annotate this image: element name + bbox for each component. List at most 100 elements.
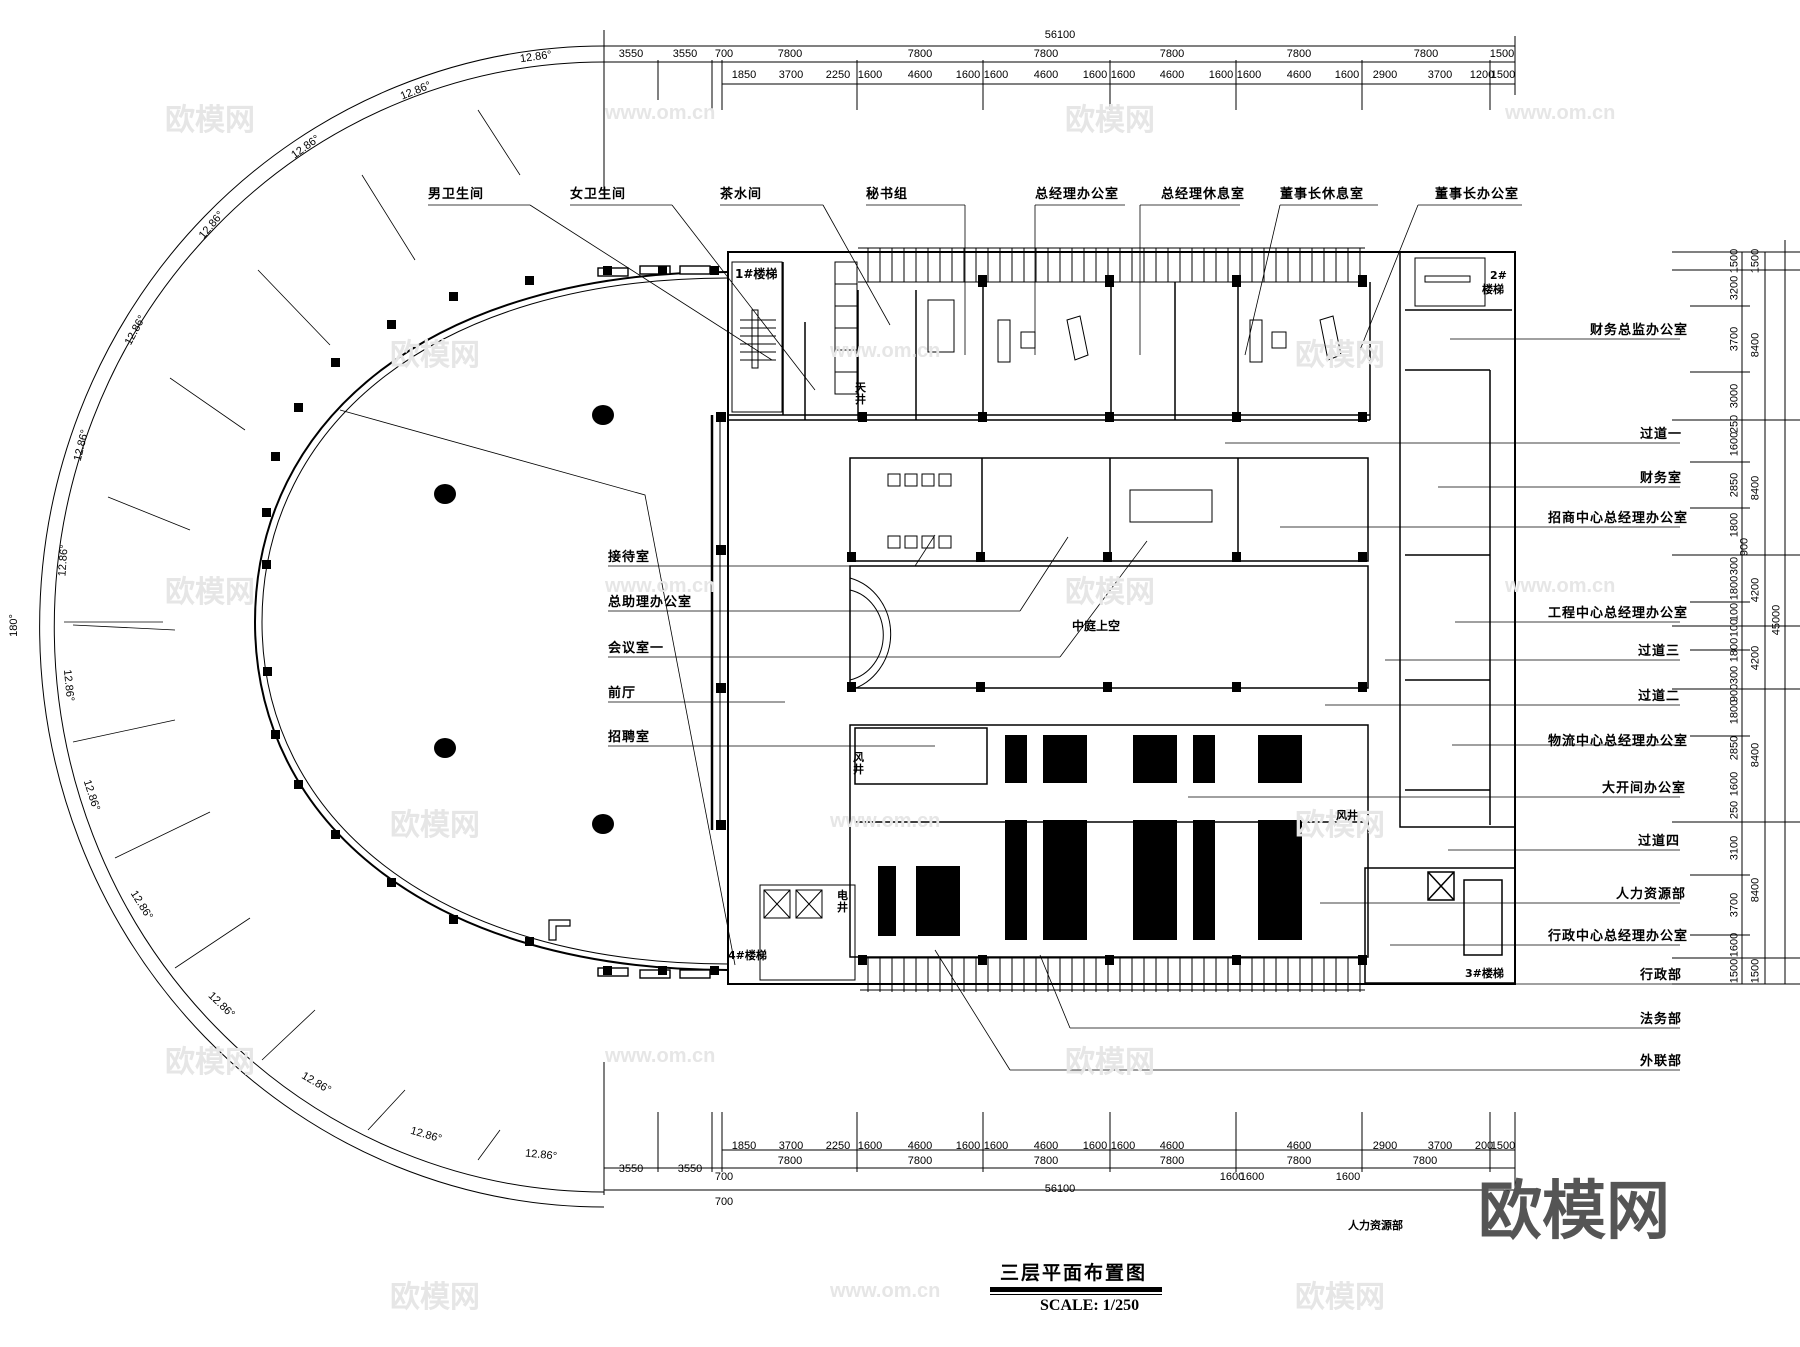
label-reception-room: 接待室 (608, 550, 651, 565)
dim-right-row1: 2850 (1728, 472, 1741, 498)
dim-bottom-row2: 7800 (1159, 1155, 1185, 1167)
dim-top-row2: 1600 (857, 69, 883, 81)
label-stair-1: 1#楼梯 (735, 267, 778, 281)
watermark: 欧模网 (165, 575, 255, 610)
east-wing (1399, 251, 1516, 828)
watermark: 欧模网 (390, 808, 480, 843)
dim-bottom-row2: 7800 (1286, 1155, 1312, 1167)
watermark-logo: 欧模网 (1478, 1175, 1670, 1249)
dim-right-row1: 3700 (1728, 326, 1741, 352)
dim-top-row2: 3700 (1427, 69, 1453, 81)
right-leader-lines (934, 338, 1680, 1071)
label-meeting-room-1: 会议室一 (608, 641, 665, 656)
dim-bottom-row1: 1600 (857, 1140, 883, 1152)
gm-office-furniture (997, 315, 1089, 363)
dim-right-row1: 250 (1728, 800, 1741, 820)
label-recruitment-room: 招聘室 (608, 730, 651, 745)
dim-top-row2: 1600 (1082, 69, 1108, 81)
dim-top-row2: 1600 (983, 69, 1009, 81)
label-gm-office: 总经理办公室 (1035, 187, 1120, 202)
dim-right-row2: 1500 (1749, 248, 1762, 274)
arc-total-angle: 180° (7, 614, 20, 637)
dim-bottom-row1: 1600 (1110, 1140, 1136, 1152)
label-chairman-office: 董事长办公室 (1435, 187, 1520, 202)
dim-right-row1: 1800 (1728, 699, 1741, 725)
dim-top-row1: 1500 (1489, 48, 1515, 60)
dim-right-row1: 1600 (1728, 932, 1741, 958)
dim-right-row1: 1500 (1728, 958, 1741, 984)
outer-arc-dimension (39, 45, 605, 1208)
dim-right-row1: 1800 (1728, 637, 1741, 663)
dim-top-row2: 1600 (1334, 69, 1360, 81)
dim-top-row2: 1600 (1236, 69, 1262, 81)
dim-bottom-row1: 1500 (1490, 1140, 1516, 1152)
label-stair-2-text: 楼梯 (1482, 283, 1504, 296)
dim-right-row2: 8400 (1749, 742, 1762, 768)
label-open-office: 大开间办公室 (1601, 781, 1686, 796)
label-stair-3: 3#楼梯 (1465, 967, 1504, 980)
dim-bottom-row1: 2900 (1372, 1140, 1398, 1152)
label-assistant-gm-office: 总助理办公室 (608, 595, 693, 610)
label-legal-department: 法务部 (1639, 1012, 1682, 1027)
dim-bottom-row2: 7800 (907, 1155, 933, 1167)
label-secretary-group: 秘书组 (866, 187, 909, 202)
dim-bottom-extra: 700 (714, 1196, 734, 1208)
lobby-round-columns (434, 405, 614, 834)
dim-top-row2: 2250 (825, 69, 851, 81)
dim-right-row2: 4200 (1749, 645, 1762, 671)
dim-top-total: 56100 (1044, 29, 1076, 41)
watermark-url: www.om.cn (830, 810, 941, 832)
watermark-url: www.om.cn (605, 575, 716, 597)
label-stair-2-number: 2# (1490, 269, 1507, 282)
watermark: 欧模网 (390, 338, 480, 373)
dim-top-row1: 7800 (1033, 48, 1059, 60)
dim-right-row1: 1600 (1728, 431, 1741, 457)
watermark: 欧模网 (1295, 1280, 1385, 1315)
label-mens-restroom: 男卫生间 (428, 187, 485, 202)
dim-bottom-row2: 3550 (618, 1163, 644, 1175)
watermark: 欧模网 (1065, 575, 1155, 610)
north-louver-fins (867, 248, 1361, 282)
structural-columns (716, 275, 1367, 965)
dim-top-row1: 3550 (672, 48, 698, 60)
watermark: 欧模网 (390, 1280, 480, 1315)
drawing-scale: SCALE: 1/250 (1040, 1297, 1140, 1314)
dim-right-row1: 3200 (1728, 275, 1741, 301)
dim-bottom-row2: 7800 (1033, 1155, 1059, 1167)
lobby-leader-line (339, 409, 736, 966)
dim-bottom-row1: 200 (1474, 1140, 1494, 1152)
watermark-url: www.om.cn (1505, 102, 1616, 124)
dim-right-row1: 900 (1738, 537, 1751, 557)
dim-top-row2: 4600 (1159, 69, 1185, 81)
dim-bottom-row1: 1600 (955, 1140, 981, 1152)
dim-right-row1: 1800 (1728, 575, 1741, 601)
reception-chairs (887, 473, 952, 549)
dim-top-row1: 7800 (1286, 48, 1312, 60)
label-finance-room: 财务室 (1639, 471, 1682, 486)
dim-bottom-row2: 1600 (1239, 1171, 1265, 1183)
dim-right-row1: 1500 (1728, 248, 1741, 274)
watermark-url: www.om.cn (605, 102, 716, 124)
watermark-url: www.om.cn (605, 1045, 716, 1067)
dim-top-row2: 1500 (1490, 69, 1516, 81)
dim-right-row1: 100 (1728, 618, 1741, 638)
bottom-dimension-lines (603, 1062, 1516, 1195)
watermark: 欧模网 (1295, 338, 1385, 373)
label-admin-gm-office: 行政中心总经理办公室 (1547, 929, 1688, 944)
dim-top-row1: 7800 (777, 48, 803, 60)
curtain-wall-columns (262, 266, 719, 975)
dim-bottom-row2: 7800 (777, 1155, 803, 1167)
middle-office-row (849, 457, 1369, 562)
dim-top-row1: 7800 (907, 48, 933, 60)
dim-right-row2: 8400 (1749, 475, 1762, 501)
dim-right-row1: 3100 (1728, 835, 1741, 861)
dim-bottom-total: 56100 (1044, 1183, 1076, 1195)
dim-right-row2: 8400 (1749, 332, 1762, 358)
stair-2 (1414, 257, 1486, 307)
label-tea-room: 茶水间 (720, 187, 763, 202)
dim-bottom-row1: 4600 (907, 1140, 933, 1152)
label-hr-department: 人力资源部 (1615, 887, 1686, 902)
dim-bottom-row1: 1850 (731, 1140, 757, 1152)
label-chairman-lounge: 董事长休息室 (1280, 187, 1365, 202)
dim-bottom-row1: 4600 (1159, 1140, 1185, 1152)
